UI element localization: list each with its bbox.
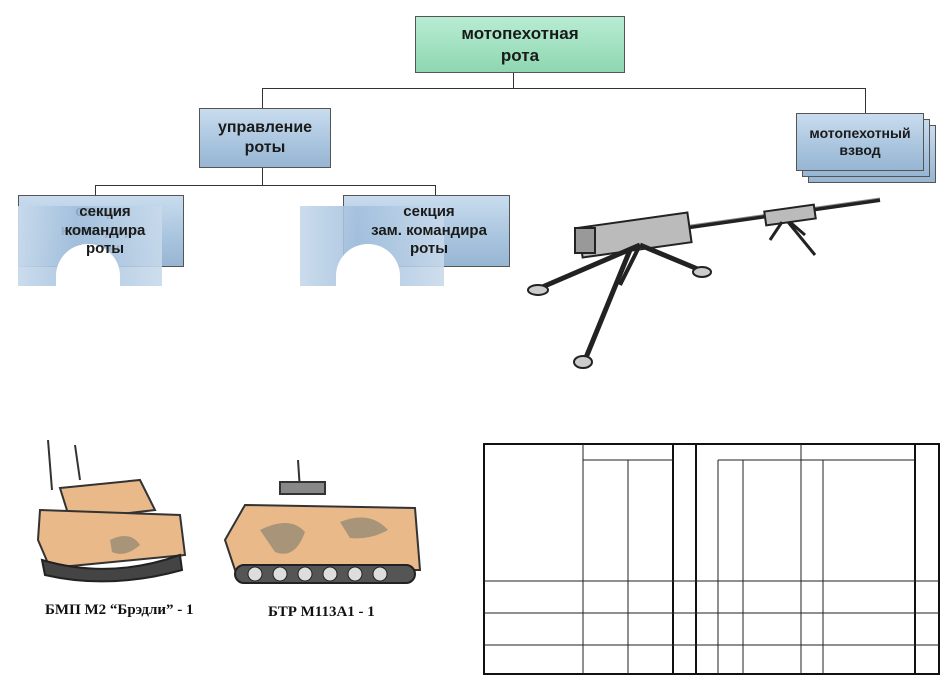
bmp-m2-illustration (36, 440, 187, 583)
tripod-leg-rear-down (582, 249, 633, 361)
bmp-turret (58, 478, 157, 522)
btr-wheel-4 (322, 566, 338, 582)
btr-hull (223, 503, 422, 571)
btr-wheel-3 (297, 566, 313, 582)
connector-to-section-right (435, 185, 436, 195)
connector-to-platoon (865, 88, 866, 113)
connector-management-stem (262, 168, 263, 185)
tripod-foot-front (692, 266, 712, 278)
btr-wheel-5 (347, 566, 363, 582)
small-gun-leg-3 (789, 220, 806, 237)
platoon-box: мотопехотный взвод (796, 113, 924, 171)
machine-gun-illustration (527, 197, 885, 369)
gun-white-panel (765, 200, 885, 345)
bmp-camo (110, 536, 140, 554)
bmp-antenna-2 (74, 444, 81, 481)
management-box: управление роты (199, 108, 331, 168)
bmp-hull (36, 508, 187, 570)
bmp-antenna-1 (47, 440, 53, 491)
btr-gun-mount (279, 481, 326, 495)
gun-grip (574, 227, 596, 254)
tripod-foot-bottom (573, 355, 593, 369)
company-box: мотопехотная рота (415, 16, 625, 73)
bmp-track (40, 553, 184, 583)
small-gun-leg-2 (786, 221, 817, 256)
tripod-foot-left (527, 284, 549, 296)
table-border (483, 443, 940, 675)
small-gun-leg-1 (768, 221, 784, 241)
section-right-label: секция зам. командира роты (371, 202, 487, 258)
connector-to-management (262, 88, 263, 108)
bmp-caption: БМП М2 “Брэдли” - 1 (45, 602, 194, 618)
empty-table (483, 443, 940, 675)
connector-top-stem (513, 73, 514, 89)
btr-m113-illustration (223, 460, 422, 584)
tripod-leg-center (618, 244, 642, 286)
tripod-leg-rear-left (539, 242, 641, 291)
btr-wheel-6 (372, 566, 388, 582)
section-left-label: секция командира роты (64, 202, 146, 258)
btr-wheel-2 (272, 566, 288, 582)
btr-camo-2 (340, 517, 388, 539)
tripod-leg-front (639, 242, 701, 273)
connector-management-horizontal (95, 185, 436, 186)
btr-caption: БТР М113А1 - 1 (268, 604, 375, 620)
btr-camo-1 (260, 522, 305, 554)
btr-wheel-1 (247, 566, 263, 582)
connector-to-section-left (95, 185, 96, 195)
connector-top-horizontal (262, 88, 866, 89)
